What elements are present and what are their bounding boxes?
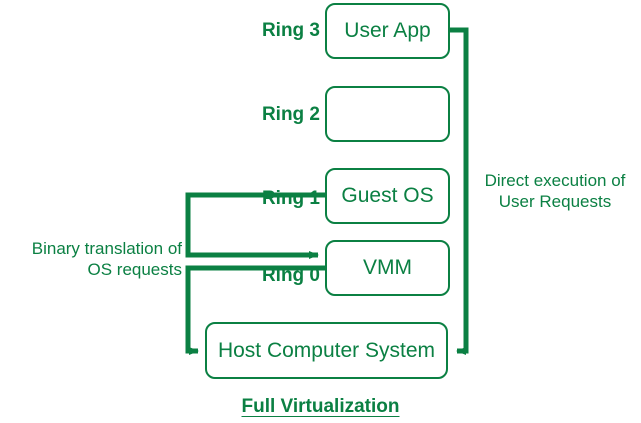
ring-label-ring-0: Ring 0 [261, 265, 320, 286]
node-box-host-computer-system[interactable]: Host Computer System [205, 322, 448, 379]
connector-user-app-to-host [450, 27, 469, 355]
diagram-title: Full Virtualization [241, 396, 400, 417]
node-box-vmm[interactable]: VMM [325, 240, 450, 296]
connector-guest-os-to-vmm [185, 192, 327, 259]
node-label-vmm: VMM [363, 256, 412, 279]
ring-label-ring-2: Ring 2 [261, 104, 320, 125]
node-label-user-app: User App [344, 19, 431, 42]
connector-vmm-to-host [185, 265, 327, 355]
annotation-binary-translation: Binary translation of OS requests [31, 239, 182, 279]
node-box-guest-os[interactable]: Guest OS [325, 168, 450, 224]
annotation-direct-execution: Direct execution of User Requests [484, 171, 626, 211]
node-label-guest-os: Guest OS [341, 184, 434, 207]
node-box-ring2-empty[interactable] [325, 86, 450, 142]
ring-label-ring-3: Ring 3 [261, 20, 320, 41]
node-box-user-app[interactable]: User App [325, 3, 450, 59]
node-label-host-computer-system: Host Computer System [217, 338, 436, 362]
ring-label-ring-1: Ring 1 [261, 188, 320, 209]
